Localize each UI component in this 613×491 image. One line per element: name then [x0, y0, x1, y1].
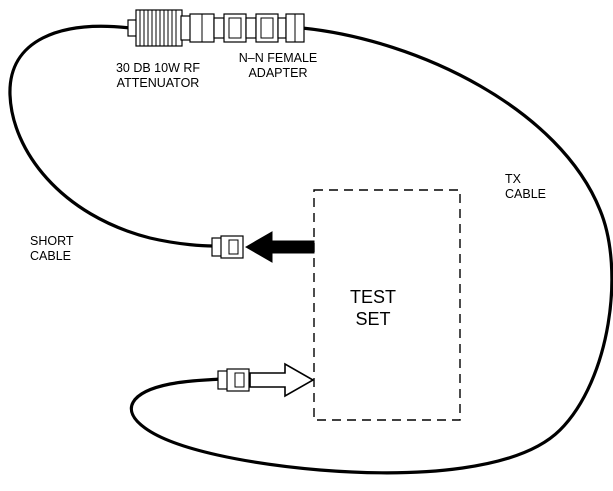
tx-cable: [129, 26, 613, 475]
tx-cable-label-line1: TX: [505, 172, 522, 186]
output-arrow: [244, 231, 315, 263]
input-arrow: [249, 362, 315, 398]
tx-cable-connector: [217, 368, 250, 392]
test-set-label-line1: TEST: [350, 287, 396, 307]
short-cable-label-line1: SHORT: [30, 234, 74, 248]
short-cable: [8, 24, 214, 248]
adapter-label-line1: N–N FEMALE: [239, 51, 318, 65]
attenuator-label-line2: ATTENUATOR: [117, 76, 200, 90]
short-cable-label-line2: CABLE: [30, 249, 71, 263]
rf-attenuator: [127, 9, 215, 47]
adapter-label-line2: ADAPTER: [248, 66, 307, 80]
attenuator-label-line1: 30 DB 10W RF: [116, 61, 200, 75]
test-set-label-line2: SET: [355, 309, 390, 329]
tx-cable-label-line2: CABLE: [505, 187, 546, 201]
test-set-box: [313, 189, 461, 421]
nn-female-adapter: [213, 13, 305, 43]
short-cable-connector: [211, 235, 244, 259]
